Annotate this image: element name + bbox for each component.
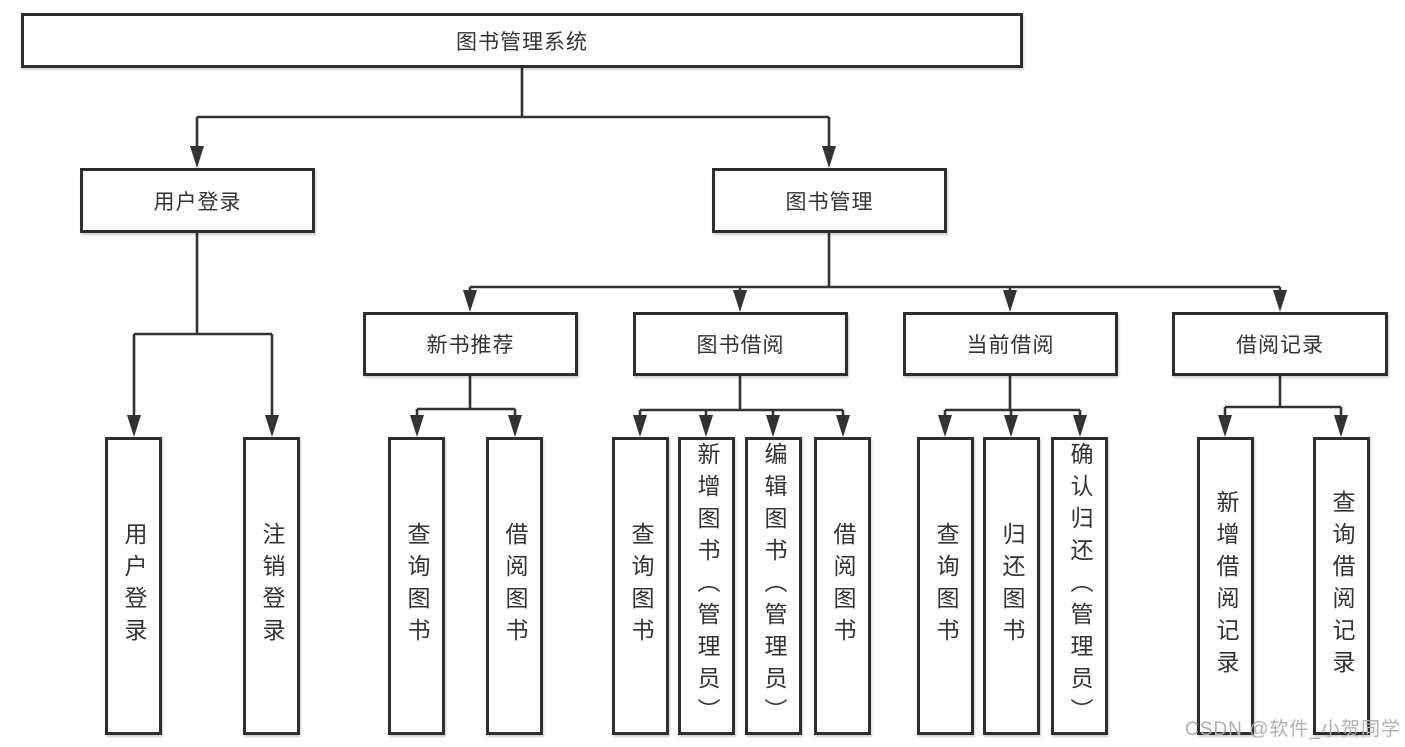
leaf-query-books-newbook: 查询图书: [388, 437, 445, 735]
leaf-logout: 注销登录: [243, 437, 300, 735]
node-label: 新书推荐: [426, 334, 515, 357]
node-library-system: 图书管理系统: [21, 13, 1023, 68]
node-borrow-records: 借阅记录: [1172, 312, 1388, 376]
node-label: 编辑图书（管理员）: [761, 442, 787, 730]
node-label: 查询图书: [628, 522, 654, 650]
node-label: 图书管理系统: [456, 30, 588, 54]
leaf-borrow-books-borrow: 借阅图书: [814, 437, 871, 735]
node-label: 查询图书: [933, 522, 959, 650]
node-label: 归还图书: [999, 522, 1025, 650]
leaf-query-borrow-record: 查询借阅记录: [1313, 437, 1370, 735]
node-label: 用户登录: [153, 190, 242, 214]
node-new-book-recommend: 新书推荐: [363, 312, 578, 376]
leaf-borrow-books-newbook: 借阅图书: [486, 437, 543, 735]
node-label: 当前借阅: [966, 334, 1055, 357]
node-book-borrow: 图书借阅: [633, 312, 848, 376]
leaf-user-login: 用户登录: [105, 437, 162, 735]
leaf-confirm-return-admin: 确认归还（管理员）: [1051, 437, 1108, 735]
node-label: 查询借阅记录: [1329, 490, 1355, 682]
csdn-watermark: CSDN @软件_小贺同学: [1185, 719, 1401, 740]
arrowheads: [127, 146, 1348, 437]
leaf-query-books-current: 查询图书: [917, 437, 974, 735]
node-label: 借阅图书: [830, 522, 856, 650]
node-label: 确认归还（管理员）: [1067, 442, 1093, 730]
node-label: 图书管理: [785, 190, 874, 214]
node-label: 注销登录: [259, 522, 285, 650]
leaf-edit-book-admin: 编辑图书（管理员）: [745, 437, 802, 735]
node-label: 借阅图书: [502, 522, 528, 650]
node-current-borrow: 当前借阅: [903, 312, 1118, 376]
leaf-add-book-admin: 新增图书（管理员）: [678, 437, 735, 735]
node-user-login: 用户登录: [80, 168, 315, 233]
leaf-add-borrow-record: 新增借阅记录: [1197, 437, 1254, 735]
node-label: 图书借阅: [696, 334, 785, 357]
node-label: 用户登录: [121, 522, 147, 650]
node-book-management: 图书管理: [712, 168, 947, 233]
node-label: 新增图书（管理员）: [694, 442, 720, 730]
node-label: 新增借阅记录: [1213, 490, 1239, 682]
leaf-return-book: 归还图书: [983, 437, 1040, 735]
node-label: 借阅记录: [1236, 334, 1324, 357]
node-label: 查询图书: [404, 522, 430, 650]
leaf-query-books-borrow: 查询图书: [612, 437, 669, 735]
